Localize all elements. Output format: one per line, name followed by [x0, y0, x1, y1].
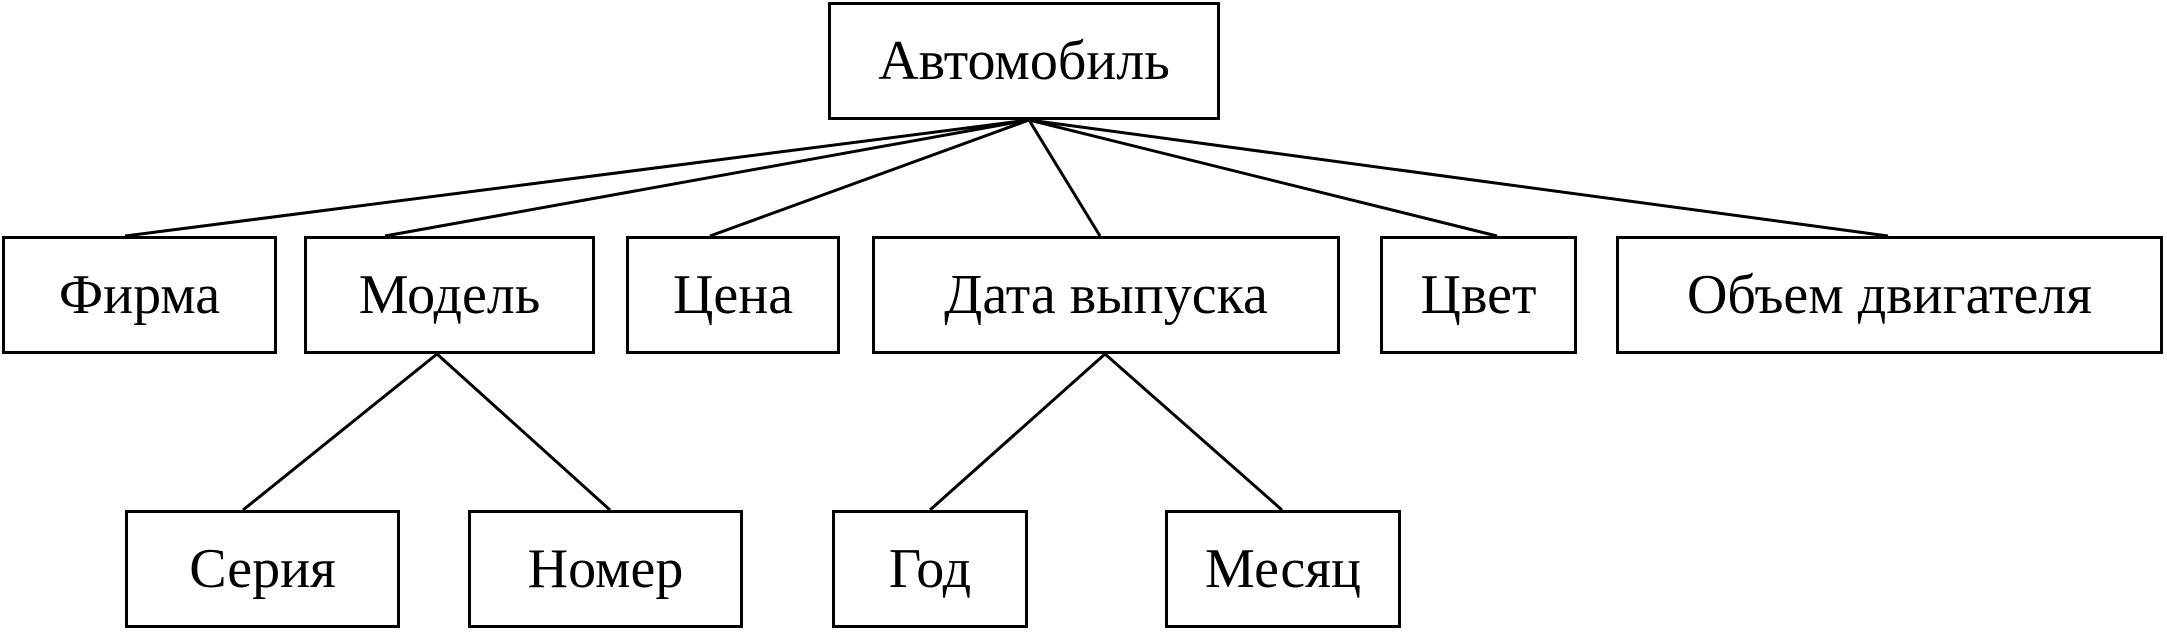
node-seriya: Серия — [125, 510, 400, 628]
edge-root-firma — [124, 118, 1030, 238]
node-label: Серия — [189, 538, 336, 600]
node-label: Фирма — [58, 264, 221, 326]
edge-root-cvet — [1028, 118, 1498, 238]
node-label: Автомобиль — [878, 30, 1170, 92]
node-cvet: Цвет — [1380, 236, 1577, 354]
node-label: Дата выпуска — [944, 264, 1268, 326]
node-nomer: Номер — [468, 510, 743, 628]
node-avtomobil: Автомобиль — [828, 2, 1220, 120]
node-label: Цена — [672, 264, 794, 326]
edge-root-cena — [709, 118, 1030, 238]
node-label: Месяц — [1205, 538, 1361, 600]
edge-root-model — [384, 118, 1030, 238]
node-label: Цвет — [1420, 264, 1537, 326]
edge-root-obem — [1028, 118, 1889, 238]
node-model: Модель — [304, 236, 595, 354]
node-data-vypuska: Дата выпуска — [872, 236, 1340, 354]
node-label: Год — [888, 538, 972, 600]
edge-root-data — [1027, 119, 1102, 237]
node-label: Объем двигателя — [1686, 264, 2093, 326]
edge-model-nomer — [435, 352, 612, 512]
edge-data-god — [929, 352, 1106, 512]
node-firma: Фирма — [2, 236, 277, 354]
node-label: Модель — [358, 264, 541, 326]
edge-data-mesyac — [1104, 352, 1283, 512]
node-obem-dvigatelya: Объем двигателя — [1616, 236, 2163, 354]
node-mesyac: Месяц — [1165, 510, 1401, 628]
node-cena: Цена — [626, 236, 840, 354]
node-label: Номер — [527, 538, 684, 600]
node-god: Год — [832, 510, 1028, 628]
edge-model-seriya — [242, 352, 438, 512]
